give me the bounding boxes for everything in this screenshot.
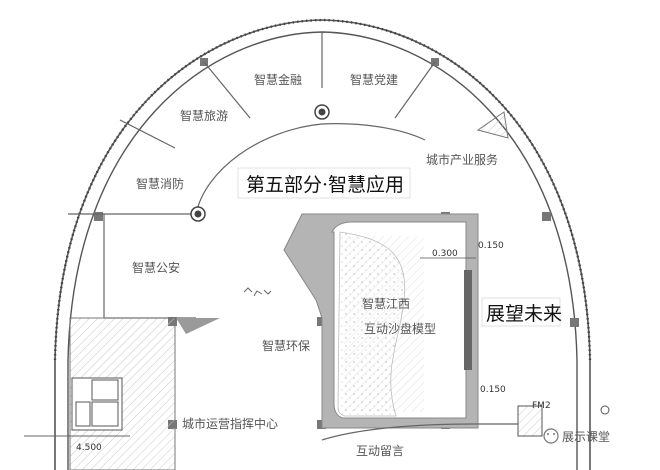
wechat-icon [543, 428, 559, 444]
zone-industry-label: 城市产业服务 [426, 152, 498, 167]
lower-platform-wall [176, 318, 220, 334]
dimension-width: 4.500 [76, 443, 102, 453]
zone-message-label: 互动留言 [356, 444, 404, 458]
dimension-d3: 0.150 [480, 385, 506, 395]
round-markers [190, 104, 610, 415]
dimension-d2: 0.300 [432, 249, 458, 259]
zone-tourism-label: 智慧旅游 [180, 108, 228, 123]
sandtable-label-line2: 互动沙盘模型 [364, 321, 436, 336]
sandtable-platform [283, 213, 479, 429]
watermark: 展示课堂 [543, 428, 610, 444]
zone-ops-center-label: 城市运营指挥中心 [182, 416, 278, 431]
zone-environment-label: 智慧环保 [262, 338, 310, 353]
zone-police-label: 智慧公安 [132, 260, 180, 275]
fm2-box [517, 405, 543, 437]
service-rooms [71, 377, 123, 431]
zone-finance-label: 智慧金融 [254, 72, 302, 87]
dimension-d1: 0.150 [478, 241, 504, 251]
sandtable-label-line1: 智慧江西 [362, 296, 410, 311]
right-column-block [476, 111, 509, 139]
lower-curve-wall [321, 423, 518, 441]
zone-party-label: 智慧党建 [350, 72, 398, 87]
fm2-label: FM2 [532, 401, 551, 411]
watermark-text: 展示课堂 [562, 430, 610, 444]
title-box [237, 167, 411, 199]
future-sign-box [481, 297, 561, 327]
future-sign: 展望未来 [486, 303, 562, 325]
section-title: 第五部分·智慧应用 [246, 174, 404, 196]
sculpture-marks [243, 287, 272, 297]
zone-fire-label: 智慧消防 [136, 176, 184, 191]
